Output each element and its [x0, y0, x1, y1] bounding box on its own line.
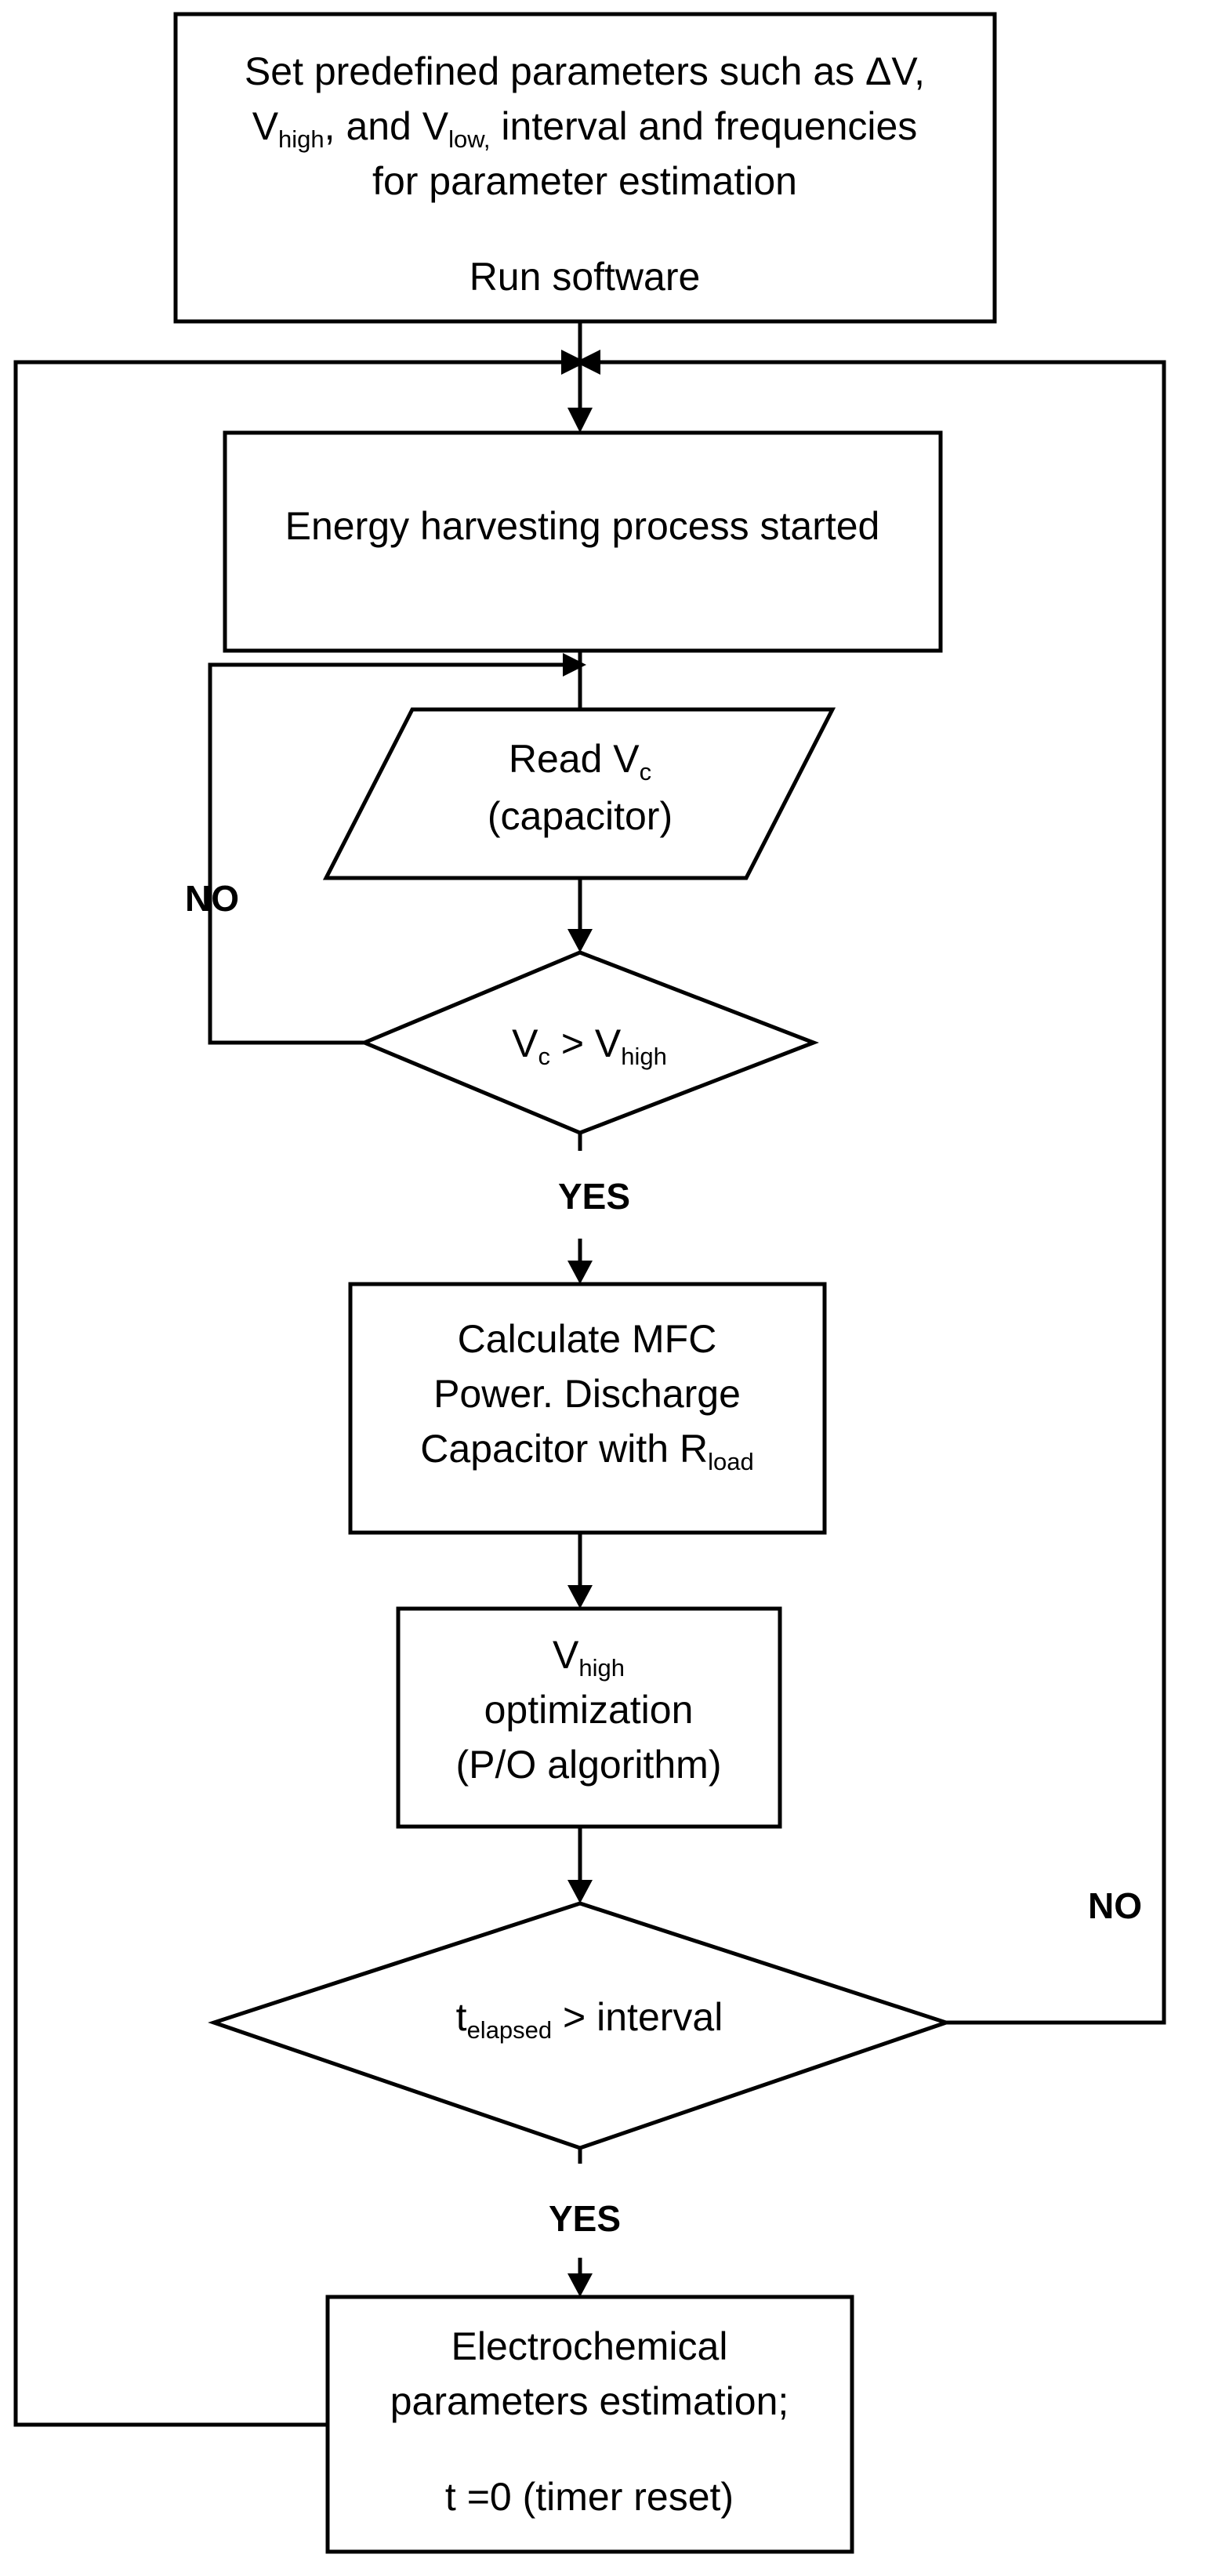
- check-vc-text: Vc > Vhigh: [512, 1021, 667, 1070]
- setup-line4: Run software: [470, 255, 701, 299]
- setup-line3: for parameter estimation: [372, 159, 797, 203]
- connectors: [13, 321, 1166, 2427]
- connector-time-no-loop-right: [600, 360, 1166, 2025]
- node-read-vc: Read Vc (capacitor): [322, 707, 836, 880]
- arrowhead-down: [567, 408, 593, 433]
- node-optimize: Vhigh optimization (P/O algorithm): [396, 1606, 782, 1829]
- optimize-line1: Vhigh: [553, 1633, 625, 1682]
- read-line2: (capacitor): [488, 794, 673, 838]
- setup-line1: Set predefined parameters such as ΔV,: [245, 49, 925, 93]
- read-line1: Read Vc: [509, 737, 651, 785]
- node-estimate: Electrochemical parameters estimation; t…: [325, 2295, 854, 2554]
- calculate-line2: Power. Discharge: [433, 1372, 741, 1416]
- calculate-line1: Calculate MFC: [458, 1317, 717, 1361]
- node-calculate: Calculate MFC Power. Discharge Capacitor…: [348, 1282, 827, 1535]
- optimize-line2: optimization: [484, 1688, 694, 1732]
- estimate-line3: t =0 (timer reset): [445, 2475, 734, 2519]
- label-vc-yes: YES: [558, 1176, 630, 1217]
- node-check-time: telapsed > interval: [208, 1901, 952, 2150]
- arrowhead-down: [567, 1261, 593, 1284]
- arrowhead-right: [563, 653, 586, 677]
- estimate-line1: Electrochemical: [451, 2324, 728, 2368]
- label-time-no: NO: [1088, 1885, 1142, 1926]
- connector-estimate-loop-left: [13, 360, 561, 2427]
- node-harvest: Energy harvesting process started: [223, 430, 943, 653]
- label-time-yes: YES: [549, 2198, 621, 2239]
- arrowhead-left: [575, 350, 600, 375]
- arrowhead-down: [567, 1585, 593, 1609]
- node-setup: Set predefined parameters such as ΔV, Vh…: [173, 12, 997, 324]
- calculate-line3: Capacitor with Rload: [420, 1427, 753, 1475]
- arrowhead-down: [567, 929, 593, 952]
- estimate-line2: parameters estimation;: [390, 2379, 789, 2423]
- arrowhead-down: [567, 2273, 593, 2297]
- optimize-line3: (P/O algorithm): [456, 1743, 722, 1787]
- label-vc-no: NO: [185, 878, 239, 919]
- harvest-text: Energy harvesting process started: [285, 504, 880, 548]
- arrowhead-down: [567, 1880, 593, 1903]
- setup-line2: Vhigh, and Vlow, interval and frequencie…: [252, 104, 918, 153]
- node-check-vc: Vc > Vhigh: [359, 950, 819, 1135]
- check-time-text: telapsed > interval: [456, 1995, 723, 2044]
- connector-vc-no-loop: [208, 662, 563, 1045]
- arrowhead-right: [561, 350, 586, 375]
- edge-labels: NO YES NO YES: [185, 878, 1142, 2239]
